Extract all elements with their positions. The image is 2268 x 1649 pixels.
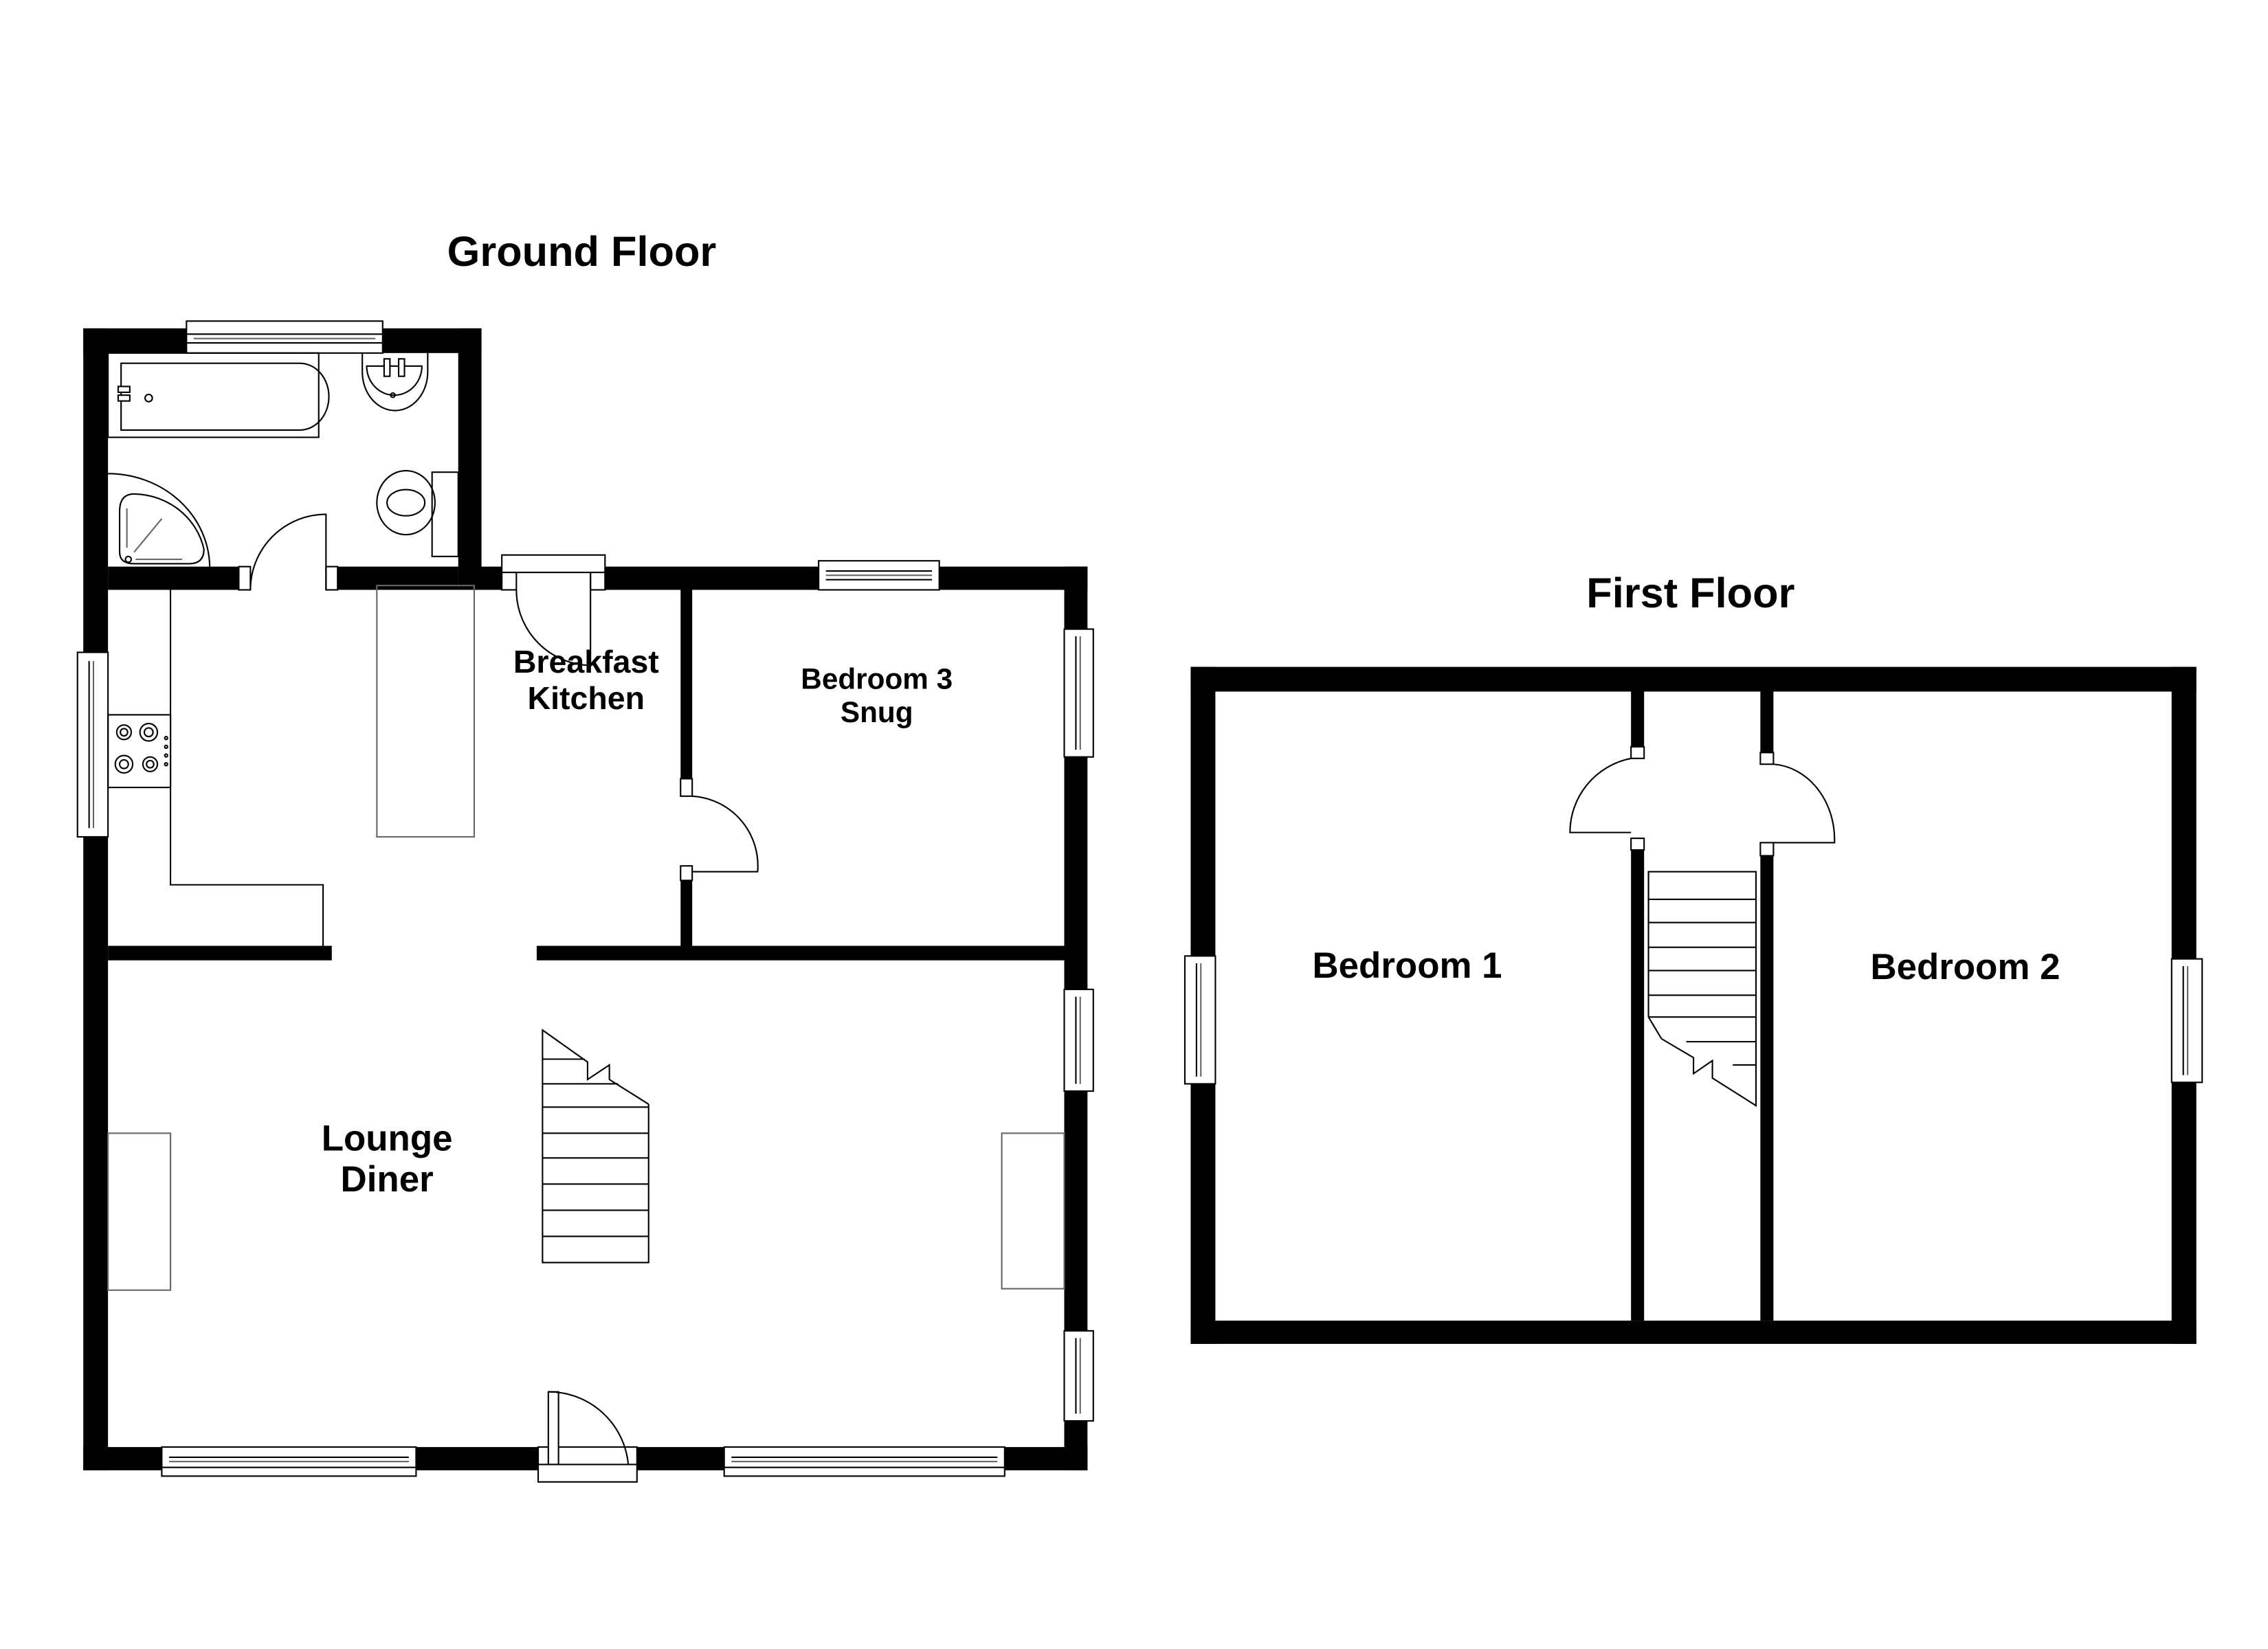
first-floor-plan: Bedroom 1 Bedroom 2	[1183, 666, 2203, 1344]
window-lounge-east-lower	[1063, 1330, 1094, 1422]
bathroom-door	[238, 513, 339, 591]
label-bedroom2: Bedroom 2	[1870, 947, 2060, 987]
label-bedroom1: Bedroom 1	[1312, 945, 1502, 986]
staircase-ground	[542, 1029, 649, 1264]
staircase-first	[1647, 871, 1757, 1108]
label-breakfast-kitchen-1: Breakfast	[513, 644, 659, 680]
window-bedroom3-east	[1063, 628, 1094, 758]
fireplace-west	[107, 1132, 172, 1291]
kitchen-worktop	[170, 590, 324, 946]
window-bedroom3-north	[818, 560, 940, 591]
window-bedroom1	[1183, 955, 1216, 1085]
label-lounge-1: Lounge	[322, 1119, 453, 1159]
bedroom1-door	[1569, 745, 1645, 851]
hob	[107, 714, 172, 789]
window-lounge-south-right	[723, 1446, 1005, 1477]
label-bedroom3-1: Bedroom 3	[801, 662, 953, 695]
window-bathroom	[186, 320, 383, 354]
window-lounge-south-left	[161, 1446, 417, 1477]
bath	[107, 352, 330, 438]
label-breakfast-kitchen-2: Kitchen	[528, 680, 645, 716]
corner-shower	[108, 473, 211, 567]
kitchen-island	[376, 585, 476, 838]
window-lounge-east-upper	[1063, 988, 1094, 1092]
wall-west	[83, 328, 109, 1470]
kitchen-back-door	[501, 554, 606, 666]
bedroom3-door	[680, 778, 759, 882]
first-floor-title: First Floor	[1586, 569, 1794, 616]
fireplace-east	[1001, 1132, 1065, 1290]
ff-wall-north	[1190, 666, 2197, 692]
label-bedroom3-2: Snug	[841, 696, 913, 728]
wash-basin	[362, 352, 429, 412]
window-kitchen-west	[76, 651, 109, 838]
ground-floor-title: Ground Floor	[447, 227, 717, 275]
window-bedroom2	[2170, 958, 2203, 1084]
bedroom2-door	[1759, 752, 1836, 857]
ground-floor-plan: Breakfast Kitchen Bedroom 3 Snug Lounge …	[76, 320, 1094, 1483]
ff-wall-south	[1190, 1321, 2197, 1344]
wall-bath-east	[458, 328, 482, 590]
front-door	[537, 1391, 638, 1483]
toilet	[376, 470, 459, 557]
label-lounge-2: Diner	[341, 1159, 434, 1200]
